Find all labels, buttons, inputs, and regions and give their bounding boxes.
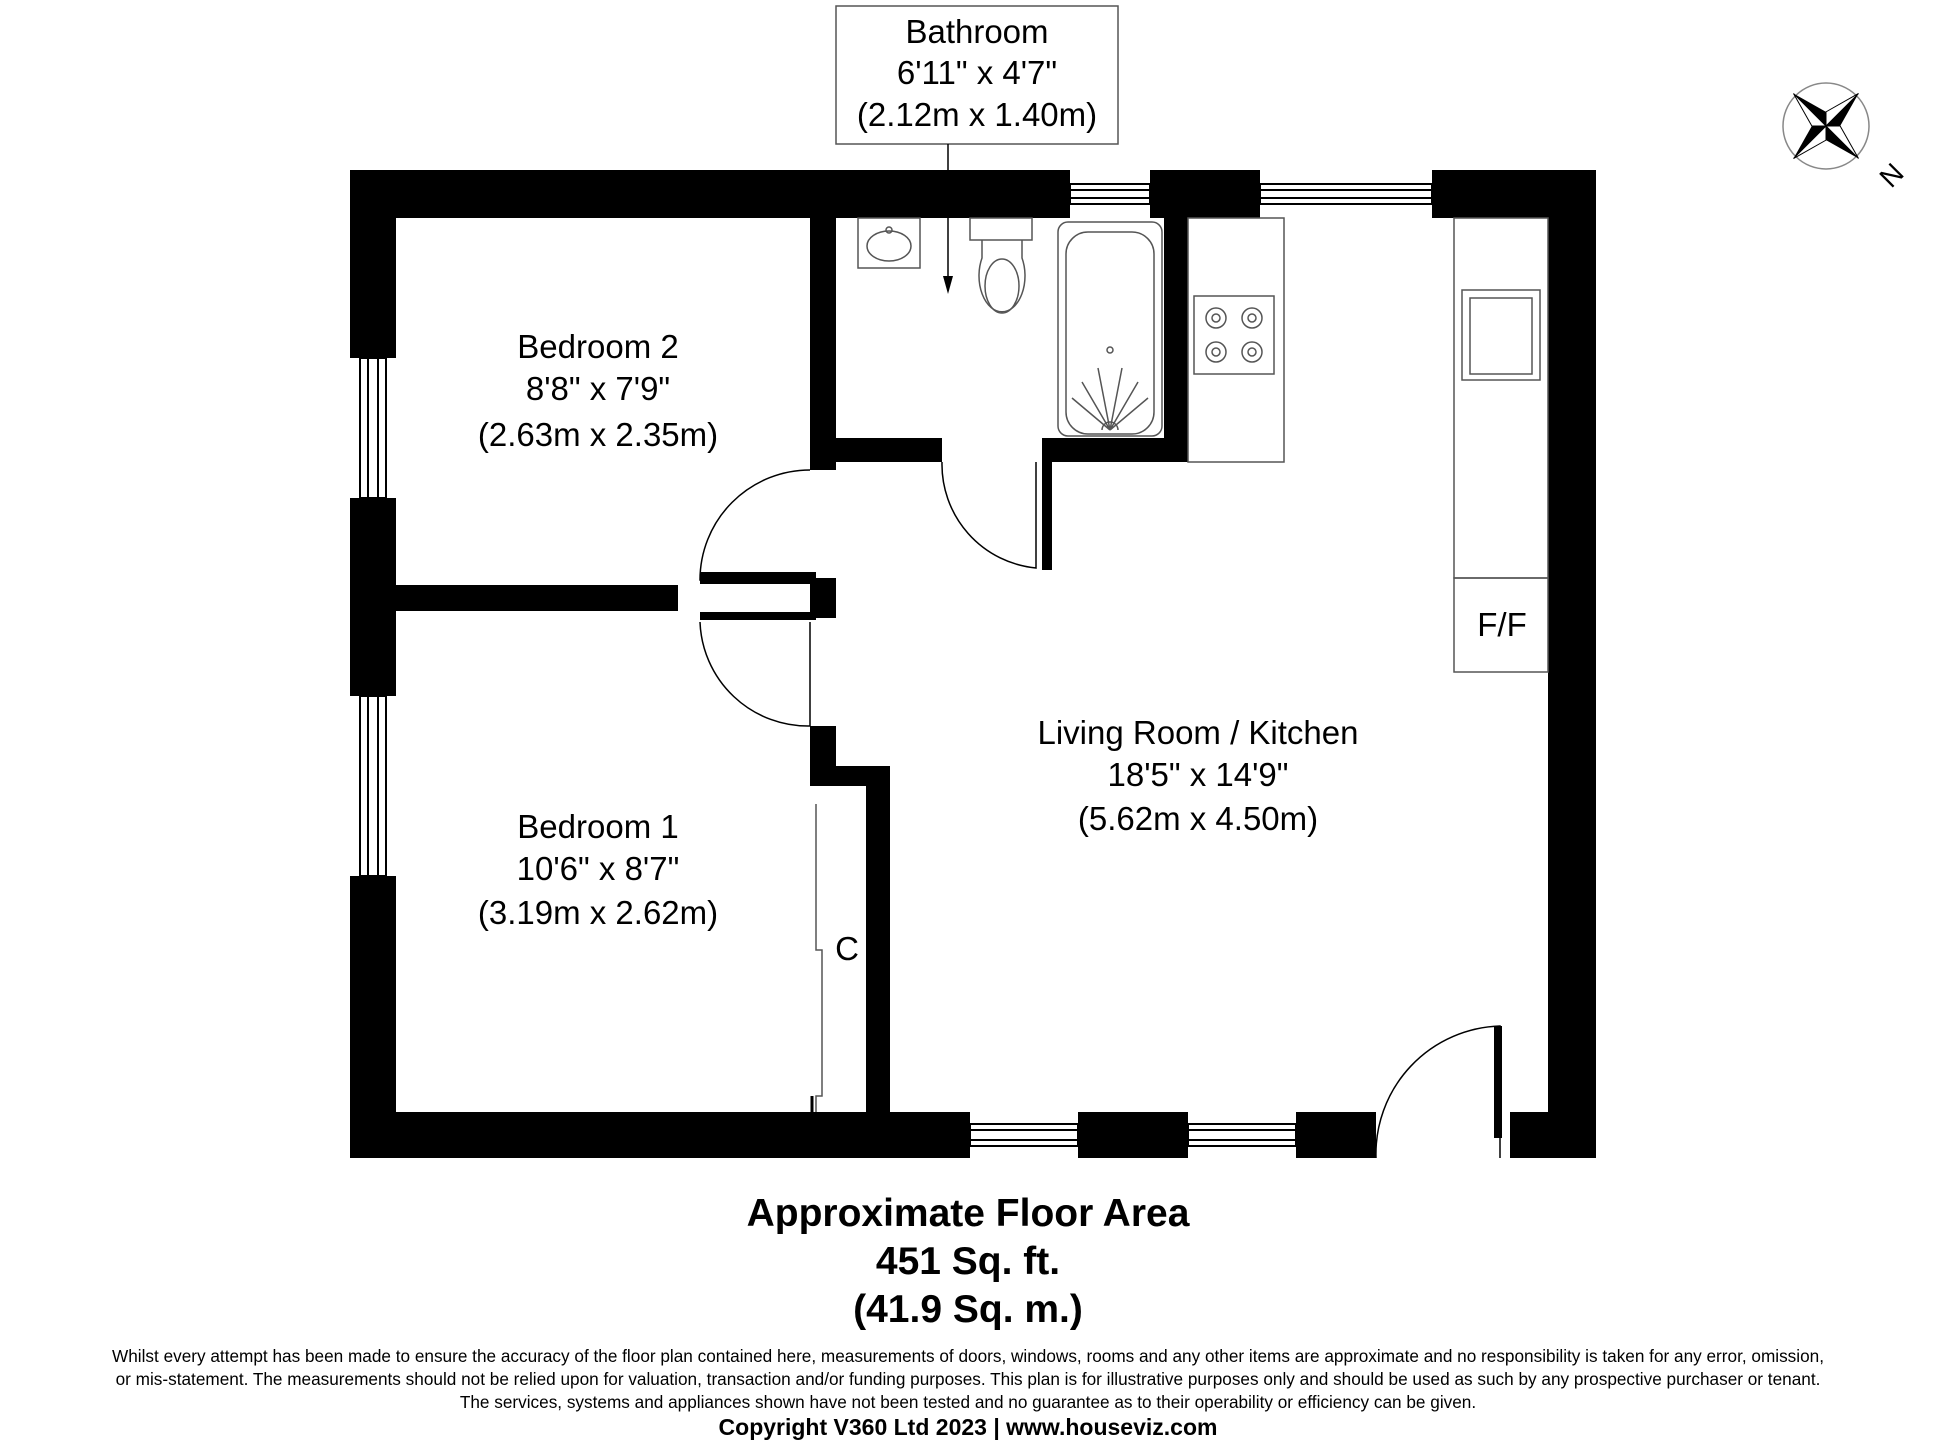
compass-north-label: N [1873, 157, 1909, 193]
wall-divider-stub-2 [700, 612, 816, 620]
wall-top-mid [1150, 170, 1260, 218]
bedroom1-name: Bedroom 1 [517, 808, 678, 845]
wall-divider-stub [700, 572, 816, 584]
fridge-freezer-unit [1453, 577, 1549, 673]
floor-area-summary: Approximate Floor Area 451 Sq. ft. (41.9… [0, 1190, 1936, 1334]
basin [857, 217, 921, 269]
walls [350, 170, 1596, 1158]
wall-right-upper [1548, 170, 1596, 672]
wall-left-1 [350, 170, 396, 358]
bedroom2-metric: (2.63m x 2.35m) [478, 416, 718, 453]
floor-area-metric: (41.9 Sq. m.) [853, 1288, 1083, 1331]
bathroom-label-box: Bathroom 6'11" x 4'7" (2.12m x 1.40m) [835, 5, 1119, 294]
bedroom2-name: Bedroom 2 [517, 328, 678, 365]
hob [1193, 295, 1275, 375]
door-bedroom2 [699, 469, 811, 581]
bedroom1-metric: (3.19m x 2.62m) [478, 894, 718, 931]
door-entrance-leaf [1494, 1026, 1502, 1138]
door-entrance [1375, 1025, 1501, 1159]
compass-rose-icon: N [1782, 82, 1910, 193]
floor-area-imperial: 451 Sq. ft. [875, 1240, 1061, 1283]
wall-bottom-left [350, 1112, 970, 1158]
living-imperial: 18'5" x 14'9" [1108, 756, 1289, 793]
worktop-left [1187, 217, 1285, 463]
floor-area-title: Approximate Floor Area [746, 1192, 1190, 1235]
window-bathroom [1069, 183, 1151, 205]
bedroom1-imperial: 10'6" x 8'7" [517, 850, 680, 887]
sink [1461, 289, 1541, 381]
window-living-2 [1187, 1123, 1297, 1147]
wall-bottom-right [1296, 1112, 1376, 1158]
bathroom-fixtures [857, 217, 1163, 437]
disclaimer: Whilst every attempt has been made to en… [0, 1345, 1936, 1414]
wall-bath-bottom-left [810, 438, 942, 462]
living-metric: (5.62m x 4.50m) [1078, 800, 1318, 837]
wall-left-3 [350, 876, 396, 1158]
copyright-notice: Copyright V360 Ltd 2023 | www.houseviz.c… [718, 1414, 1218, 1440]
wall-divider-end [810, 578, 836, 618]
wall-bed2-bath [810, 218, 836, 470]
wall-right-lower [1548, 672, 1596, 1158]
toilet [969, 217, 1033, 314]
door-bathroom [941, 461, 1037, 569]
window-living-1 [969, 1123, 1079, 1147]
disclaimer-line-2: or mis-statement. The measurements shoul… [115, 1369, 1821, 1389]
window-kitchen [1259, 183, 1433, 205]
bathroom-name: Bathroom [905, 13, 1048, 50]
wall-bedroom-divider [350, 585, 678, 611]
bedroom2-imperial: 8'8" x 7'9" [526, 370, 670, 407]
worktop-right [1453, 217, 1549, 579]
window-bedroom2 [359, 357, 387, 499]
bathroom-imperial: 6'11" x 4'7" [897, 54, 1057, 91]
fridge-freezer-label: F/F [1477, 606, 1526, 643]
doors [699, 461, 1502, 1159]
room-labels: Bedroom 2 8'8" x 7'9" (2.63m x 2.35m) Be… [478, 328, 1527, 967]
bathroom-metric: (2.12m x 1.40m) [857, 96, 1097, 133]
bath-tub [1057, 221, 1163, 437]
cupboard-door [815, 804, 823, 1112]
wall-bath-door-jamb [1042, 438, 1052, 570]
cupboard-label: C [835, 930, 859, 967]
wall-bath-right [1164, 218, 1188, 462]
living-name: Living Room / Kitchen [1038, 714, 1359, 751]
kitchen-fixtures [1187, 217, 1549, 673]
wall-bottom-mid [1078, 1112, 1188, 1158]
windows [359, 183, 1433, 1147]
disclaimer-line-1: Whilst every attempt has been made to en… [112, 1346, 1824, 1366]
wall-bed1-top [810, 726, 836, 766]
disclaimer-line-3: The services, systems and appliances sho… [459, 1392, 1477, 1412]
wall-cupboard-right [866, 766, 890, 1112]
door-bedroom1 [699, 621, 811, 727]
bathroom-pointer-arrow [943, 276, 953, 294]
window-bedroom1 [359, 695, 387, 877]
wall-top-left [350, 170, 1070, 218]
